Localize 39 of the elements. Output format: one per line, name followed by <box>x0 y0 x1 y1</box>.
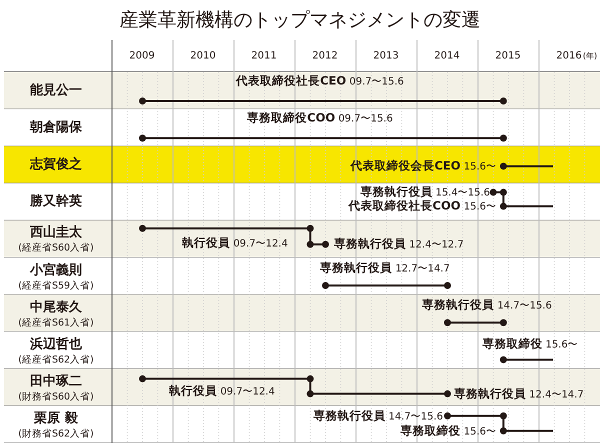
role-label: 専務執行役員 15.4〜15.6 <box>360 184 490 200</box>
unit-label: (年) <box>582 50 598 62</box>
person-name: 浜辺哲也 <box>30 336 82 353</box>
year-label: 2012 <box>312 50 338 62</box>
year-label: 2013 <box>373 50 399 62</box>
role-label: 専務取締役 15.6〜 <box>400 423 496 438</box>
role-label: 代表取締役社長COO 15.6〜 <box>348 198 496 214</box>
person-name: 志賀俊之 <box>30 156 82 174</box>
role-label: 執行役員 09.7〜12.4 <box>169 383 275 398</box>
role-label: 専務取締役 15.6〜 <box>482 336 578 352</box>
affiliation-label: (経産省S60入省) <box>18 242 94 255</box>
year-label: 2011 <box>251 50 277 62</box>
year-label: 2015 <box>495 50 521 62</box>
year-label: 2014 <box>434 50 460 62</box>
person-name: 栗原 毅 <box>34 410 78 427</box>
role-label: 専務執行役員 14.7〜15.6 <box>313 408 443 424</box>
role-label: 代表取締役社長CEO 09.7〜15.6 <box>236 74 404 88</box>
affiliation-label: (財務省S62入省) <box>18 427 94 440</box>
role-label: 専務取締役COO 09.7〜15.6 <box>247 110 393 126</box>
person-name: 小宮義則 <box>30 262 82 278</box>
year-label: 2010 <box>190 50 216 62</box>
role-label: 執行役員 09.7〜12.4 <box>182 236 288 251</box>
year-label: 2016 <box>556 50 582 62</box>
person-name: 能見公一 <box>30 82 82 99</box>
affiliation-label: (経産省S62入省) <box>18 353 94 366</box>
person-name: 勝又幹英 <box>30 193 82 210</box>
year-label: 2009 <box>129 50 155 62</box>
person-name: 朝倉陽保 <box>30 119 82 136</box>
role-label: 専務執行役員 12.4〜12.7 <box>334 236 464 252</box>
affiliation-label: (経産省S59入省) <box>18 279 94 292</box>
role-label: 専務執行役員 12.7〜14.7 <box>320 260 450 275</box>
role-label: 専務執行役員 14.7〜15.6 <box>422 297 552 312</box>
affiliation-label: (財務省S60入省) <box>18 390 94 404</box>
person-name: 中尾泰久 <box>30 298 82 316</box>
role-label: 専務執行役員 12.4〜14.7 <box>454 386 584 402</box>
person-name: 田中琢二 <box>30 372 82 390</box>
chart-title: 産業革新機構のトップマネジメントの変遷 <box>120 8 480 33</box>
affiliation-label: (経産省S61入省) <box>18 316 94 330</box>
person-name: 西山圭太 <box>30 224 82 242</box>
